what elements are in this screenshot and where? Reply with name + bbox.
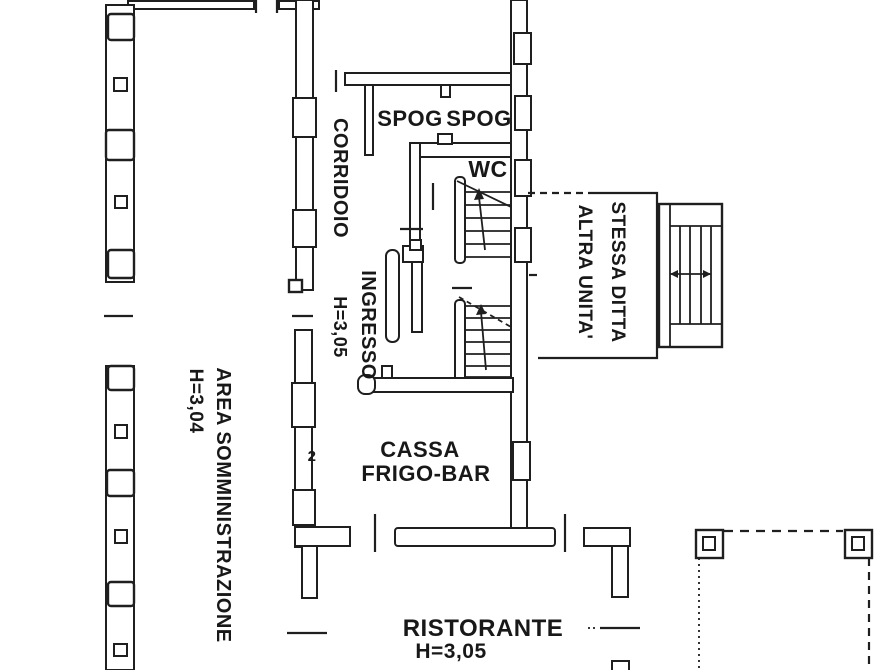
stair-lower [357,296,514,395]
window-opening [513,32,532,65]
corridor-wall-upper [287,0,317,318]
label-spog-1: SPOG [377,106,443,131]
spog-wc-walls [334,70,514,249]
bottom-walls [287,514,640,670]
stair-upper [454,176,512,264]
room-labels: CORRIDOIO SPOG SPOG WC INGRESSO H=3,05 A… [185,106,628,663]
window-opening [292,209,317,248]
door-leaf [385,249,400,343]
label-area-height: H=3,04 [185,369,206,434]
top-wall [127,0,320,13]
label-corridoio: CORRIDOIO [329,118,351,238]
label-altra-unita: ALTRA UNITA' [574,205,595,340]
middle-wall-lower [291,329,351,599]
window-opening [292,97,317,138]
external-stair [657,202,724,349]
label-stessa-ditta: STESSA DITTA [607,201,628,342]
window-opening [512,441,531,481]
label-wc: WC [468,156,507,182]
outdoor-area-dashed [694,528,874,670]
window-opening [291,382,316,428]
window-opening [514,95,532,131]
window-opening [514,227,532,263]
label-spog-2: SPOG [446,106,512,131]
label-cassa: CASSA [380,437,460,462]
outer-wall-upper-left [104,4,136,318]
stair-direction-arrow [478,196,486,251]
label-ristorante: RISTORANTE [403,615,564,642]
right-main-wall [510,0,532,547]
label-frigo-bar: FRIGO-BAR [361,461,490,486]
label-ingresso: INGRESSO [357,270,379,380]
label-area-somministrazione: AREA SOMMINISTRAZIONE [212,367,234,642]
altra-unita-box [528,191,659,360]
outer-wall-lower-left [105,364,136,670]
window-opening [292,489,316,526]
entrance-door [385,227,472,343]
label-wall-number: 2 [308,448,317,465]
label-ristorante-height: H=3,05 [415,640,486,663]
window-opening [514,159,532,197]
label-ingresso-height: H=3,05 [330,296,350,358]
stair-direction-arrow [480,311,487,371]
